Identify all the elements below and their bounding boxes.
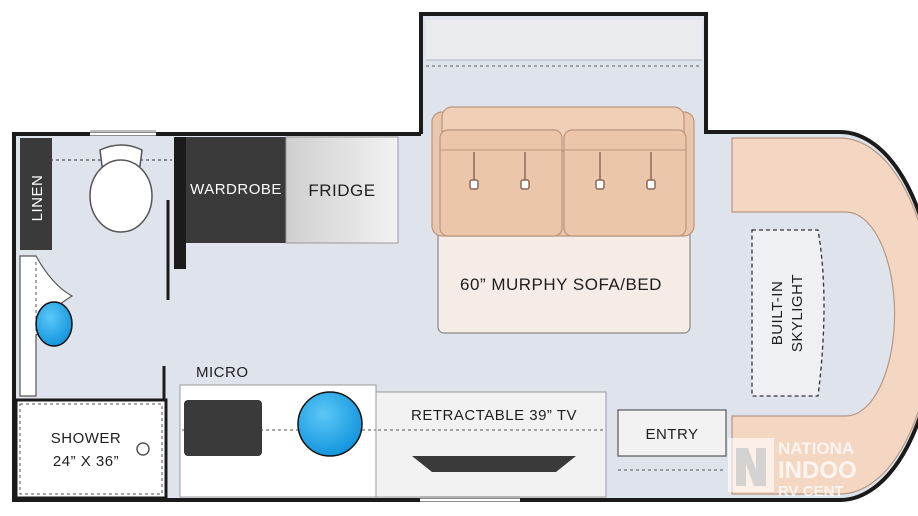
wardrobe-label: WARDROBE xyxy=(190,181,282,198)
exterior-wall xyxy=(12,130,918,502)
micro-label: MICRO xyxy=(196,364,249,381)
slide-out-header xyxy=(426,20,702,60)
shower-drain-icon xyxy=(136,442,150,456)
fridge-label: FRIDGE xyxy=(308,181,375,200)
wardrobe-cabinet xyxy=(186,137,286,243)
bath-sink-icon xyxy=(35,301,73,347)
watermark-line1: NATIONA xyxy=(778,439,854,458)
skylight-label-line1: BUILT-IN xyxy=(769,281,786,346)
linen-label: LINEN xyxy=(29,175,46,222)
toilet-icon xyxy=(89,144,153,233)
entry-label: ENTRY xyxy=(645,426,698,443)
stovetop xyxy=(184,400,262,456)
linen-cabinet xyxy=(20,138,52,250)
watermark-line2: INDOO xyxy=(778,457,857,484)
rear-seating xyxy=(731,137,918,495)
skylight-label-line2: SKYLIGHT xyxy=(789,274,806,352)
tv-icon xyxy=(412,456,576,472)
shower-label-line2: 24” X 36” xyxy=(53,453,119,470)
tv-label: RETRACTABLE 39” TV xyxy=(411,407,577,424)
slide-out-wall xyxy=(419,12,708,134)
entry-step xyxy=(617,409,727,457)
galley-sink-icon xyxy=(297,391,363,457)
watermark-line3: RV CENT xyxy=(778,483,844,500)
shower-label-line1: SHOWER xyxy=(51,430,122,447)
fridge-cabinet xyxy=(285,136,399,244)
sofa-label: 60” MURPHY SOFA/BED xyxy=(460,275,662,294)
murphy-sofa xyxy=(431,106,695,237)
watermark-logo: NATIONA INDOO RV CENT xyxy=(728,438,857,500)
skylight-outline xyxy=(751,229,825,397)
tv-cabinet xyxy=(375,391,607,498)
seat-belt-icon xyxy=(469,152,656,190)
